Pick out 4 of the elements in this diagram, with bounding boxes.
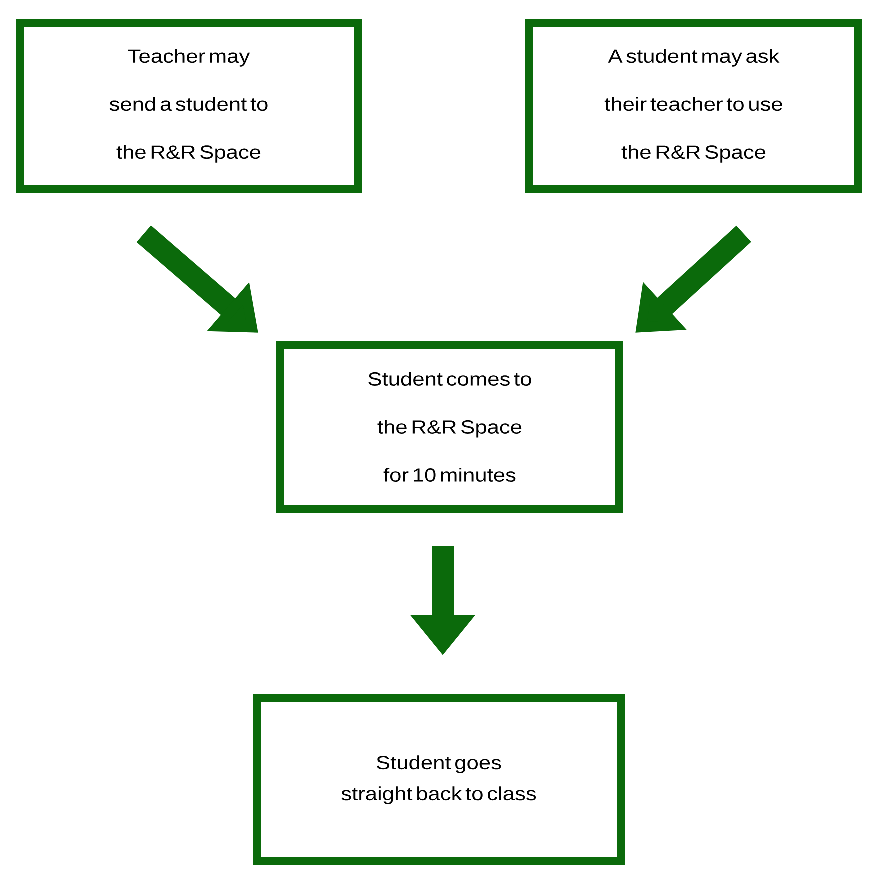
process-box: Student goes straight back to class [253, 694, 625, 866]
process-box: Teacher may send a student to the R&R Space [16, 19, 362, 193]
process-box: Student comes to the R&R Space for 10 minutes [276, 341, 624, 513]
process-box: A student may ask their teacher to use the R&R Space [526, 19, 862, 193]
